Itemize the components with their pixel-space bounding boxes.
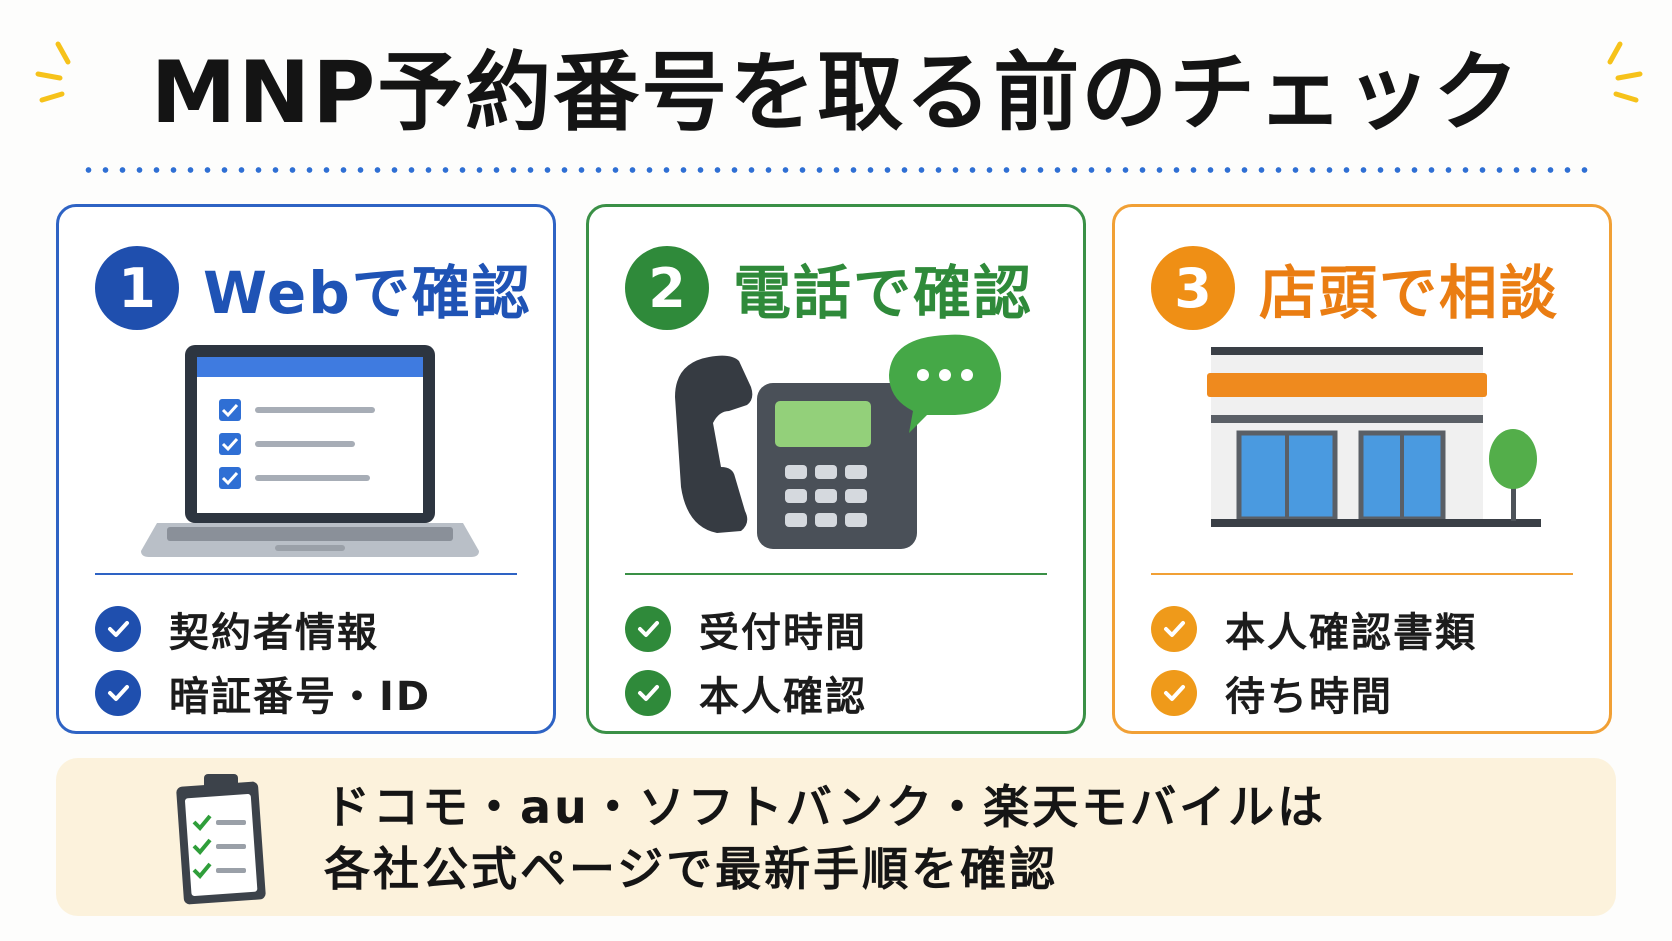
list-item: 暗証番号・ID [95,661,431,725]
card-web-divider [95,573,517,575]
check-label: 本人確認 [699,674,867,720]
check-icon [1151,606,1197,652]
check-label: 本人確認書類 [1225,610,1477,656]
step-number-2: 2 [625,246,709,330]
page-title: MNP予約番号を取る前のチェック [150,43,1522,143]
list-item: 本人確認 [625,661,867,725]
step-number-3: 3 [1151,246,1235,330]
list-item: 本人確認書類 [1151,597,1477,661]
sparkle-left-icon [35,41,71,103]
check-label: 受付時間 [699,610,867,656]
clipboard-checklist-icon [176,774,266,905]
card-web-checklist: 契約者情報 暗証番号・ID [95,597,431,725]
check-icon [1151,670,1197,716]
card-phone-divider [625,573,1047,575]
check-label: 待ち時間 [1225,674,1393,720]
card-web: 1 Webで確認 契約者情報 [56,204,556,734]
check-label: 暗証番号・ID [169,674,432,720]
shop-storefront-icon [1207,347,1541,527]
note-line-1: ドコモ・au・ソフトバンク・楽天モバイルは [324,780,1327,834]
info-note: ドコモ・au・ソフトバンク・楽天モバイルは 各社公式ページで最新手順を確認 [56,758,1616,916]
list-item: 受付時間 [625,597,867,661]
laptop-checklist-icon [141,345,479,557]
check-label: 契約者情報 [169,610,379,656]
card-web-header: 1 Webで確認 [95,243,532,333]
card-store-divider [1151,573,1573,575]
note-text: ドコモ・au・ソフトバンク・楽天モバイルは 各社公式ページで最新手順を確認 [324,776,1326,900]
list-item: 契約者情報 [95,597,431,661]
card-store: 3 店頭で相談 本人確認書類 待ち時間 [1112,204,1612,734]
dotted-divider [80,166,1592,174]
step-number-1: 1 [95,246,179,330]
card-title-web: Webで確認 [203,259,532,327]
check-icon [625,606,671,652]
card-store-header: 3 店頭で相談 [1151,243,1559,333]
check-icon [95,606,141,652]
card-title-phone: 電話で確認 [733,259,1034,327]
check-icon [625,670,671,716]
card-phone-checklist: 受付時間 本人確認 [625,597,867,725]
list-item: 待ち時間 [1151,661,1477,725]
desk-phone-speech-bubble-icon [675,334,1002,549]
card-phone: 2 電話で確認 受付時間 本人確認 [586,204,1086,734]
note-line-2: 各社公式ページで最新手順を確認 [324,842,1059,896]
card-phone-header: 2 電話で確認 [625,243,1033,333]
card-title-store: 店頭で相談 [1259,259,1560,327]
sparkle-right-icon [1607,41,1643,103]
check-icon [95,670,141,716]
card-store-checklist: 本人確認書類 待ち時間 [1151,597,1477,725]
